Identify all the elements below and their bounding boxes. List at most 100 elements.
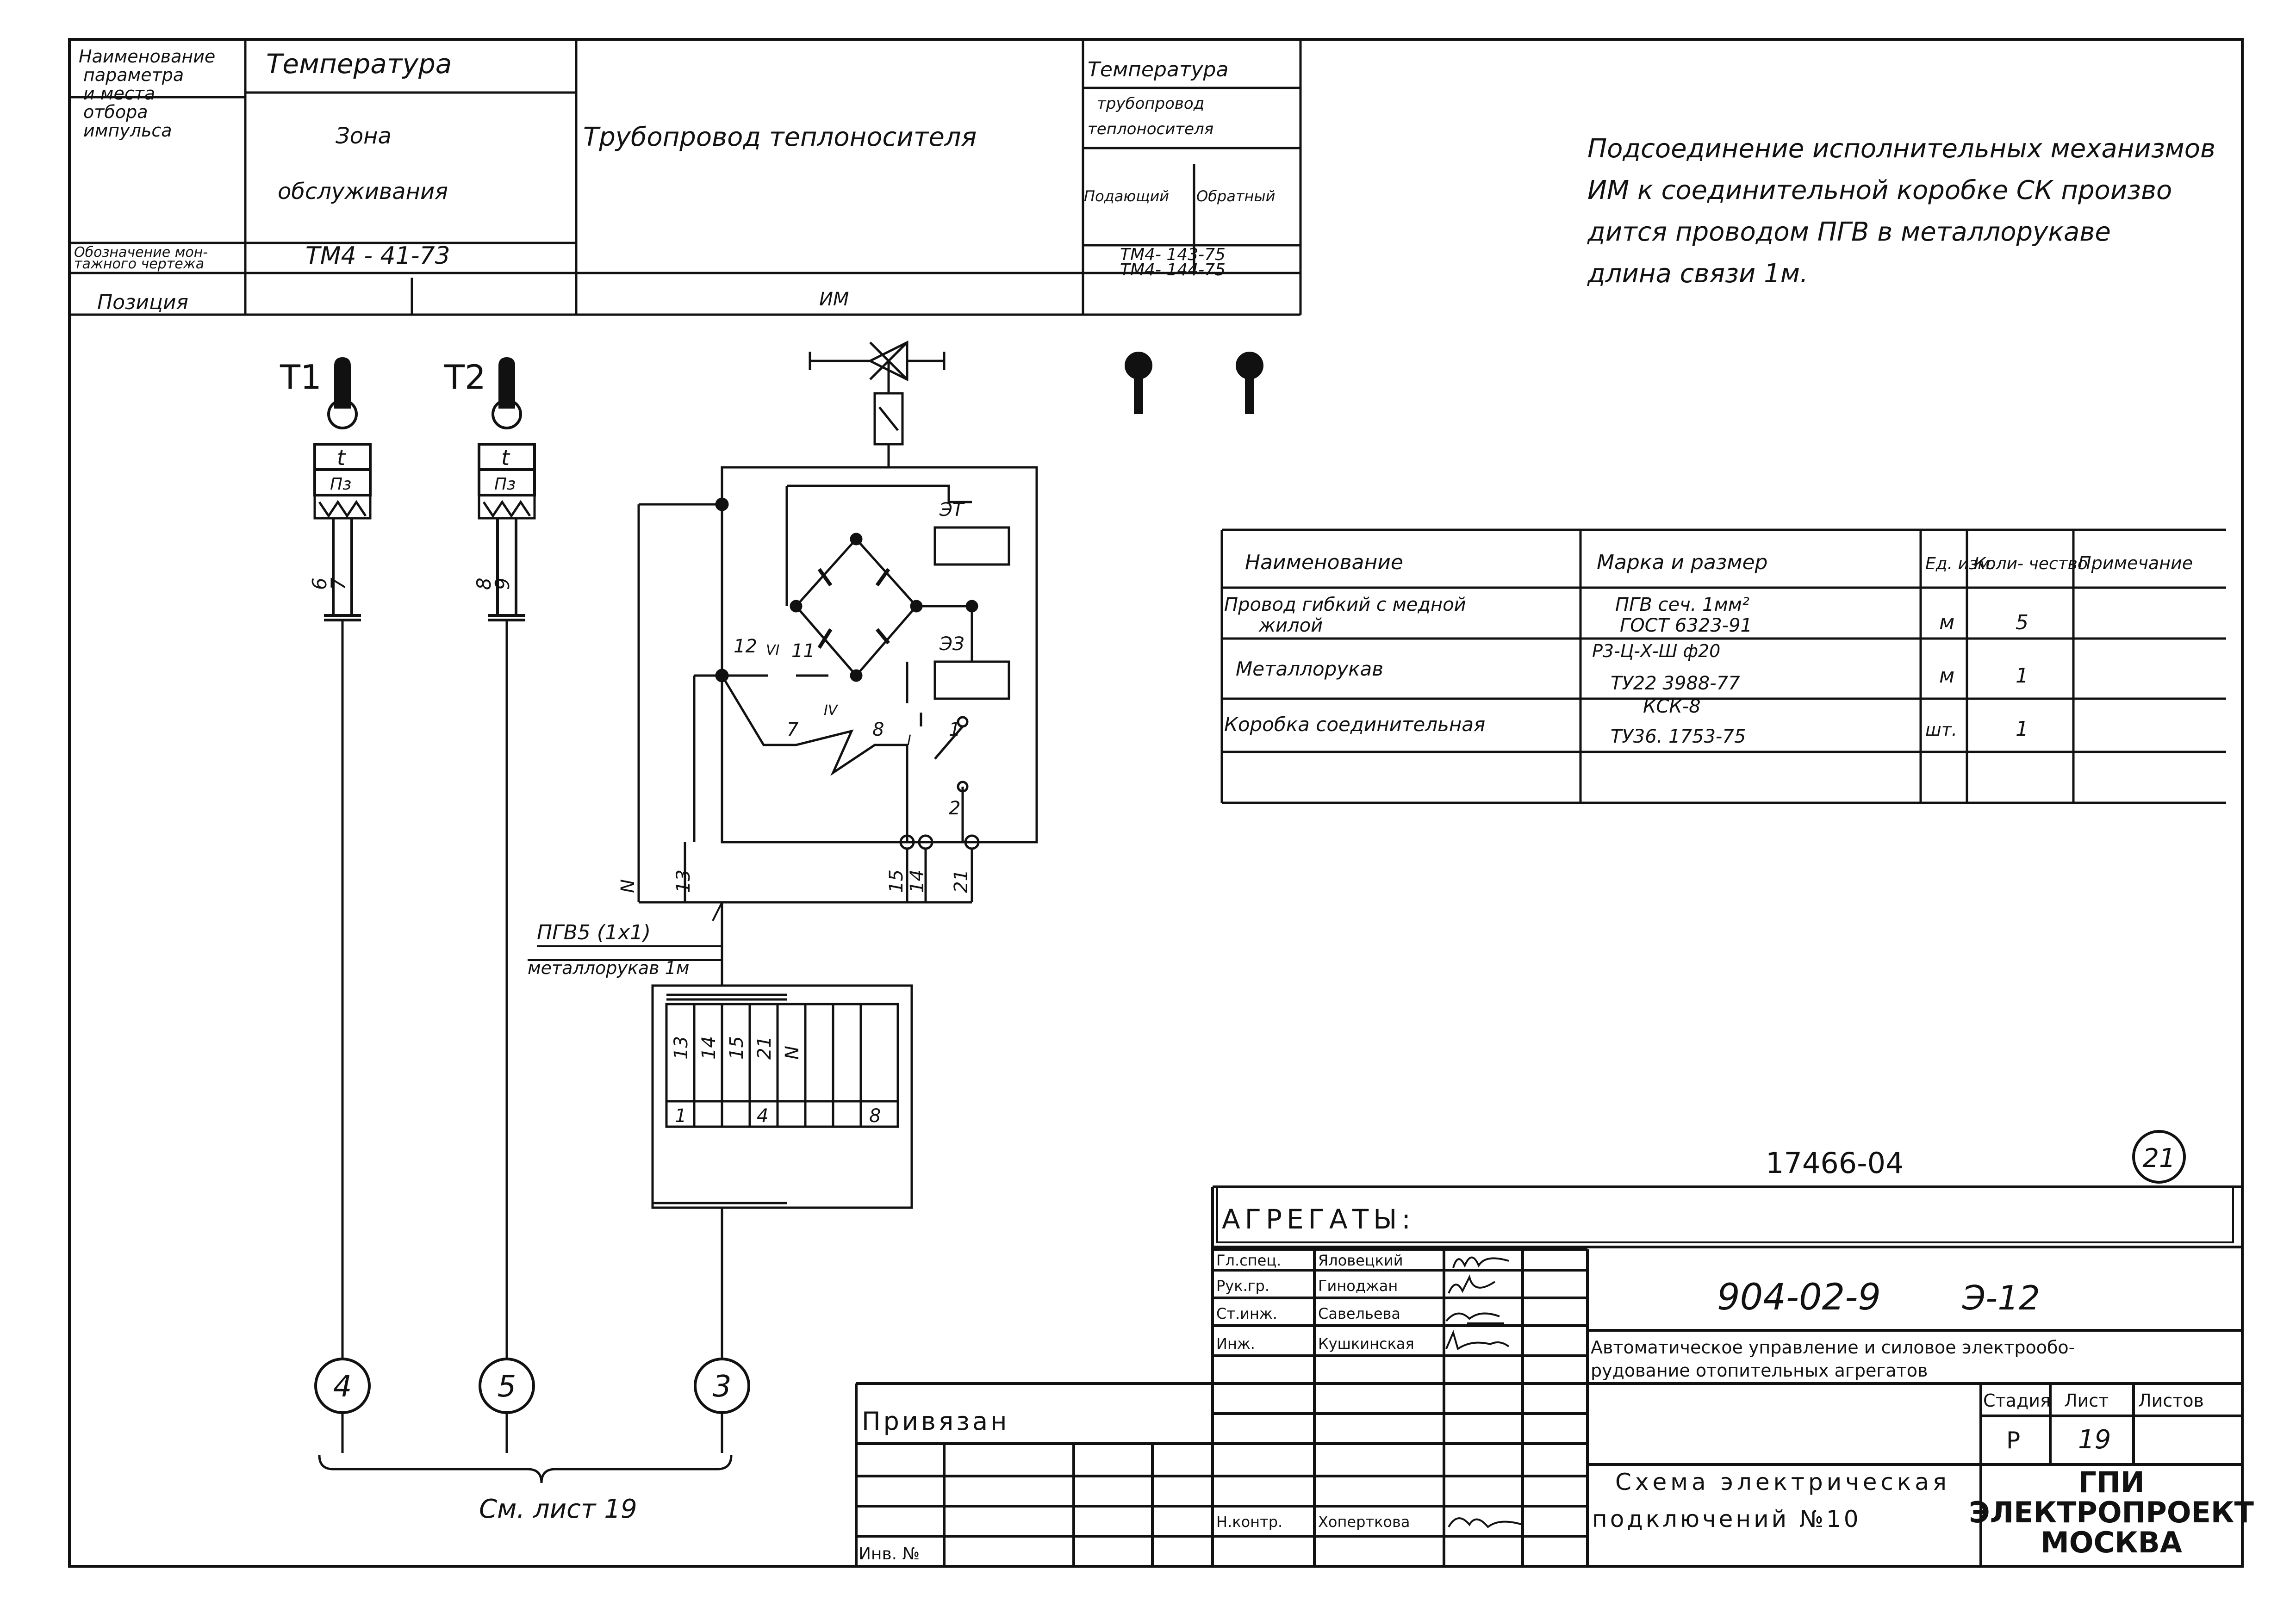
role-4: Инж.	[1216, 1335, 1255, 1353]
sheet-circle	[2132, 1130, 2186, 1184]
mat-row1-mark-2: ГОСТ 6323-91	[1620, 615, 1752, 636]
pipeline-label: Трубопровод теплоносителя	[583, 122, 977, 152]
indicator-lamps	[1125, 352, 1263, 414]
nkontr-label: Н.контр.	[1216, 1513, 1282, 1531]
mat-row3-qty: 1	[2016, 717, 2028, 741]
sensor-t1: T1 t Пз 6 7 4	[280, 357, 372, 1453]
role-2: Рук.гр.	[1216, 1277, 1269, 1295]
mat-row1-name-1: Провод гибкий с медной	[1224, 594, 1466, 615]
mat-row2-mark-1: Р3-Ц-Х-Ш ф20	[1592, 641, 1720, 661]
mat-row1-unit: м	[1939, 611, 1954, 634]
drawing-title-1: Схема электрическая	[1615, 1469, 1950, 1495]
thermometer-icon	[334, 357, 351, 409]
box-bottom-1: 1	[675, 1105, 686, 1127]
box-top-n: N	[782, 1046, 803, 1060]
stage-value: Р	[2006, 1427, 2020, 1454]
sensor-t2-ref: 5	[498, 1370, 516, 1404]
contact-i: I	[907, 732, 911, 749]
zone-line-2: обслуживания	[278, 179, 448, 205]
mat-header-name: Наименование	[1245, 551, 1403, 574]
scheme-ref: 3	[694, 1358, 750, 1453]
mat-row3-mark-2: ТУ36. 1753-75	[1611, 726, 1746, 747]
sensor-t1-wire-a: 6	[308, 577, 331, 590]
stage-label: Стадия	[1983, 1390, 2051, 1411]
mat-header-mark: Марка и размер	[1597, 551, 1767, 574]
name-3: Савельева	[1318, 1305, 1400, 1322]
position-label: Позиция	[97, 291, 188, 314]
org-line-3: МОСКВА	[2041, 1526, 2182, 1559]
return-label: Обратный	[1196, 187, 1275, 205]
inv-label: Инв. №	[859, 1545, 920, 1564]
mat-row1-mark-1: ПГВ сеч. 1мм²	[1615, 594, 1749, 615]
relay-label-ez: ЭЗ	[939, 633, 964, 655]
terminal-7: 7	[787, 719, 799, 740]
wire-14: 14	[907, 869, 928, 893]
scheme-ref-number: 3	[713, 1370, 732, 1404]
aggregates-label: АГРЕГАТЫ:	[1222, 1204, 1415, 1235]
mat-header-note: Примечание	[2078, 553, 2193, 573]
lists-label: Листов	[2138, 1390, 2204, 1411]
name-4: Кушкинская	[1318, 1335, 1414, 1353]
supply-label: Подающий	[1084, 187, 1169, 205]
pipeline-small-2: теплоносителя	[1088, 120, 1213, 138]
title-block-grid	[855, 1185, 2242, 1566]
param-label-5: импульса	[83, 120, 172, 141]
param-label-2: параметра	[83, 65, 184, 85]
sensor-t1-wire-b: 7	[327, 577, 349, 590]
box-top-14: 14	[698, 1036, 720, 1060]
drawing-1: ТМ4 - 41-73	[305, 242, 450, 270]
signatures	[1445, 1256, 1523, 1528]
note-line-2: ИМ к соединительной коробке СК произво	[1587, 175, 2172, 205]
drawing-2a: ТМ4- 143-75	[1120, 245, 1226, 264]
materials-table-grid	[1220, 528, 2226, 804]
box-top-21: 21	[754, 1036, 775, 1060]
wire-n: N	[617, 879, 639, 893]
see-sheet: См. лист 19	[479, 1494, 637, 1524]
project-line-2: рудование отопительных агрегатов	[1591, 1360, 1928, 1381]
sensor-t2-id: T2	[444, 358, 486, 397]
bound-label: Привязан	[862, 1407, 1009, 1436]
sensor-t2: T2 t Пз 8 9 5	[444, 357, 536, 1453]
sensor-t1-func: t	[337, 445, 346, 470]
pipeline-small-1: трубопровод	[1097, 94, 1204, 113]
name-1: Яловецкий	[1318, 1252, 1403, 1269]
sensor-t2-wire-a: 8	[473, 577, 495, 590]
mat-row2-unit: м	[1939, 664, 1954, 688]
thermometer-icon	[498, 357, 515, 409]
wire-15: 15	[886, 869, 907, 893]
role-3: Ст.инж.	[1216, 1305, 1277, 1322]
box-top-15: 15	[726, 1036, 747, 1060]
contact-vi: VI	[766, 642, 780, 658]
list-label: Лист	[2064, 1390, 2109, 1411]
param-label-3: и места	[83, 83, 155, 104]
project-line-1: Автоматическое управление и силовое элек…	[1591, 1337, 2075, 1358]
note-line-4: длина связи 1м.	[1587, 259, 1808, 289]
archive-number: 17466-04	[1766, 1146, 1904, 1180]
terminal-1: 1	[949, 719, 960, 740]
sensor-t2-func: t	[501, 445, 510, 470]
mat-header-unit: Ед. изм.	[1925, 554, 1996, 573]
role-1: Гл.спец.	[1216, 1252, 1281, 1269]
box-top-13: 13	[671, 1036, 692, 1060]
mat-row1-qty: 5	[2016, 611, 2028, 634]
sensor-t1-dev: Пз	[330, 475, 351, 494]
drawing-2b: ТМ4- 144-75	[1120, 261, 1226, 279]
wire-13: 13	[673, 869, 694, 893]
mat-row3-unit: шт.	[1925, 720, 1957, 740]
drawing-code: 904-02-9	[1717, 1277, 1881, 1318]
zone-line-1: Зона	[336, 123, 392, 149]
param-label-1: Наименование	[79, 46, 215, 67]
sensor-t2-wire-b: 9	[491, 577, 514, 590]
nkontr-name: Хоперткова	[1318, 1513, 1410, 1531]
mat-row2-mark-2: ТУ22 3988-77	[1611, 673, 1740, 694]
mat-row3-name-1: Коробка соединительная	[1224, 713, 1485, 736]
see-sheet-brace	[318, 1455, 733, 1483]
montage-label-1: Обозначение мон-	[74, 244, 208, 261]
note-line-3: дится проводом ПГВ в металлорукаве	[1587, 217, 2111, 247]
box-bottom-8: 8	[869, 1105, 881, 1127]
mat-header-qty: Коли- чество	[1974, 554, 2088, 573]
mat-row1-name-2: жилой	[1258, 615, 1323, 636]
terminal-11: 11	[791, 640, 815, 662]
terminal-2: 2	[949, 798, 960, 819]
